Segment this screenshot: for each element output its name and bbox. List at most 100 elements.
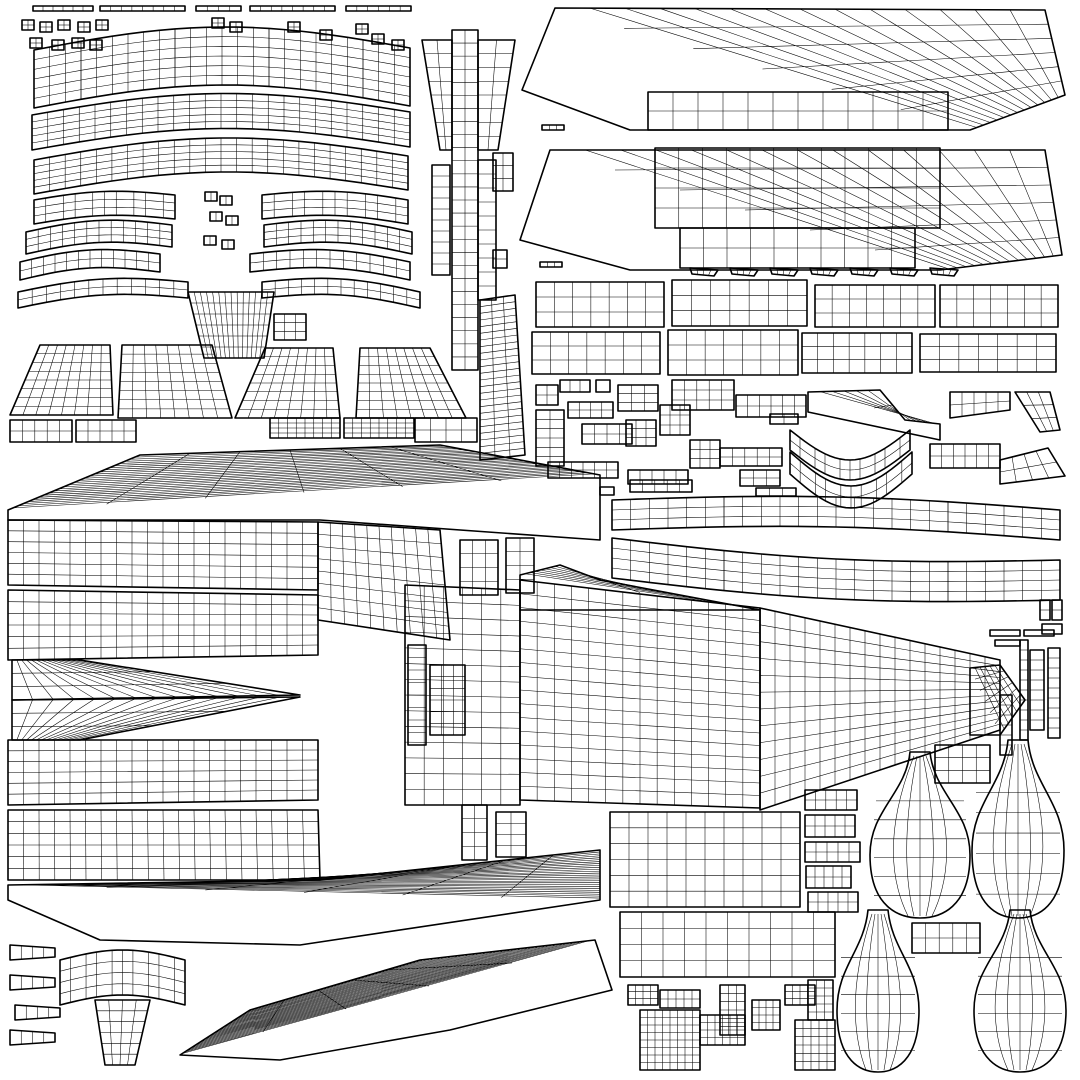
nose-cone [969, 664, 1026, 736]
bottom-bit [807, 979, 834, 1021]
curved-strip [17, 277, 189, 309]
pillar-block [492, 249, 508, 269]
fan-arc [59, 949, 186, 1006]
bottom-panel [619, 911, 836, 978]
body-nose-center [519, 579, 761, 809]
body-upper-left [7, 519, 319, 591]
bottom-left-fan-part [9, 944, 186, 1066]
right-part [1039, 599, 1051, 621]
side-flap [269, 417, 341, 439]
cockpit-block [429, 664, 466, 736]
hook-part [929, 443, 1001, 469]
pod-shell [836, 909, 920, 1073]
bottom-bit [659, 989, 701, 1009]
small-part [625, 419, 657, 447]
fan-finger [9, 944, 56, 961]
pod-shell [973, 909, 1067, 1073]
right-part [1041, 623, 1063, 635]
detail-strip [99, 5, 186, 12]
stack-panel [804, 789, 858, 811]
cockpit-frame [404, 584, 521, 806]
right-part [1029, 649, 1045, 731]
pillar-wave [479, 294, 526, 461]
curved-strip [33, 137, 409, 195]
curved-strip [33, 190, 176, 225]
cockpit-block [407, 644, 427, 746]
pillar-main [451, 29, 479, 371]
vertical-pillar-parts [421, 29, 526, 461]
panel-inner [654, 147, 941, 229]
detail-strip [195, 5, 242, 12]
small-part [535, 409, 565, 467]
small-part [689, 439, 721, 469]
stack-panel [804, 841, 861, 863]
left-wedge-panels [9, 291, 478, 443]
bottom-sweep [179, 939, 613, 1061]
detail-bit [57, 19, 71, 31]
small-part [627, 469, 689, 485]
body-lower-side [7, 849, 601, 946]
canopy-block [505, 537, 535, 594]
tail-wedge-lower [11, 696, 301, 741]
hook-part [949, 391, 1011, 419]
bottom-curved-strip [179, 939, 613, 1061]
small-part [755, 487, 797, 497]
mid-panel [801, 332, 913, 374]
detail-bit [39, 21, 53, 33]
bottom-bit [751, 999, 781, 1031]
bottom-bit [627, 984, 659, 1006]
curved-strip [31, 92, 411, 151]
panel-wing-lower [519, 149, 1063, 271]
detail-bit [21, 19, 35, 31]
fan-finger [9, 974, 56, 991]
wedge-panel [117, 344, 233, 419]
small-part [567, 401, 614, 419]
side-flap [75, 419, 137, 443]
detail-bit [539, 261, 563, 268]
hook-part [999, 447, 1066, 485]
pillar-left-fin [421, 39, 453, 151]
small-part [617, 384, 659, 412]
right-part [994, 639, 1021, 647]
curved-strip [33, 26, 411, 109]
small-part [719, 447, 783, 467]
pillar-side [431, 164, 451, 276]
small-part [535, 384, 559, 406]
hook-part [807, 389, 941, 441]
small-part [739, 469, 781, 487]
top-right-large-panels [519, 7, 1066, 271]
side-flap [343, 417, 415, 439]
hook-part [1014, 391, 1061, 433]
fan-finger [9, 1029, 56, 1046]
body-rear-left [7, 739, 319, 806]
mid-panel [939, 284, 1059, 328]
detail-bit [541, 124, 565, 131]
right-part [1019, 639, 1029, 741]
right-small-parts [934, 599, 1063, 784]
bottom-right-pod-shells [836, 739, 1067, 1073]
small-panel [911, 922, 981, 954]
detail-bit [95, 19, 109, 31]
mid-rectangular-panels [531, 279, 1066, 509]
right-part [1047, 647, 1061, 739]
tail-wedge-upper [11, 659, 301, 701]
arc-part [789, 429, 911, 481]
curved-strip [19, 248, 161, 281]
wedge-panel [355, 347, 467, 419]
small-part [629, 479, 693, 493]
canopy-block [459, 539, 499, 596]
detail-strip [345, 5, 412, 12]
body-rear-mid [7, 809, 321, 881]
bottom-bit [794, 1019, 836, 1071]
pod-shell [971, 739, 1065, 919]
curved-strip [611, 495, 1061, 541]
wedge-panel [9, 344, 114, 416]
detail-bit [225, 215, 239, 226]
detail-strip [32, 5, 94, 12]
fan-finger [14, 1004, 61, 1021]
panel-inner [647, 91, 949, 131]
pillar-block [492, 152, 514, 192]
small-part [581, 423, 633, 445]
mid-panel [671, 279, 808, 327]
